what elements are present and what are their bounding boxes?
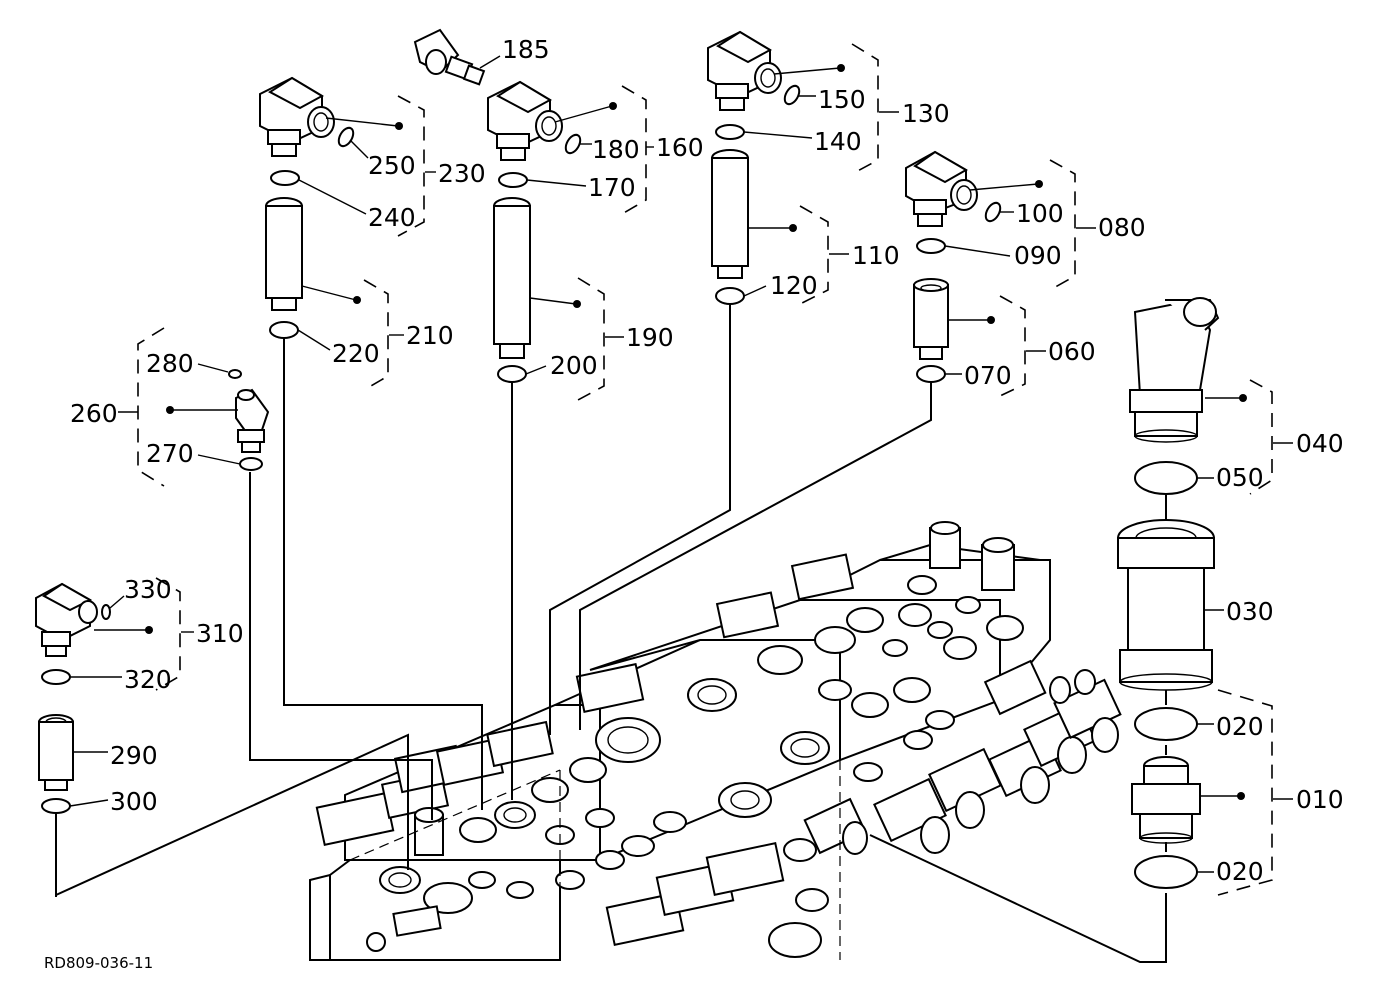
o-ring-090 — [916, 238, 946, 254]
label-290: 290 — [110, 741, 158, 770]
group-brackets — [137, 43, 1273, 896]
label-100: 100 — [1016, 199, 1064, 228]
label-180: 180 — [592, 135, 640, 164]
label-090: 090 — [1014, 241, 1062, 270]
label-020-upper: 020 — [1216, 712, 1264, 741]
label-170: 170 — [588, 173, 636, 202]
label-190: 190 — [626, 323, 674, 352]
o-ring-200 — [497, 365, 527, 383]
o-ring-250 — [337, 126, 355, 148]
o-ring-220 — [269, 321, 299, 339]
o-ring-070 — [916, 365, 946, 383]
elbow-160 — [487, 80, 563, 161]
label-185: 185 — [502, 35, 550, 64]
o-ring-320 — [41, 669, 71, 685]
label-020-lower: 020 — [1216, 857, 1264, 886]
adapter-060 — [913, 278, 949, 360]
label-250: 250 — [368, 151, 416, 180]
o-ring-270 — [239, 457, 263, 471]
label-210: 210 — [406, 321, 454, 350]
adapter-290 — [38, 714, 74, 791]
o-ring-280 — [228, 369, 242, 379]
label-220: 220 — [332, 339, 380, 368]
o-ring-050 — [1134, 461, 1198, 495]
label-110: 110 — [852, 241, 900, 270]
label-240: 240 — [368, 203, 416, 232]
valve-spools-right — [873, 659, 1122, 854]
elbow-230 — [259, 76, 335, 157]
o-ring-020-upper — [1134, 707, 1198, 741]
label-320: 320 — [124, 665, 172, 694]
label-270: 270 — [146, 439, 194, 468]
elbow-130 — [707, 30, 782, 111]
label-160: 160 — [656, 133, 704, 162]
label-040: 040 — [1296, 429, 1344, 458]
o-ring-150 — [783, 84, 801, 106]
o-ring-330 — [101, 604, 111, 620]
o-ring-020-lower — [1134, 855, 1198, 889]
leader-lines — [69, 55, 1247, 873]
fitting-stack-040 — [1129, 297, 1220, 443]
valve-spools-left — [315, 553, 868, 856]
elbow-260 — [235, 388, 270, 453]
adapter-030 — [1117, 519, 1215, 691]
label-150: 150 — [818, 85, 866, 114]
elbow-080 — [905, 150, 978, 227]
label-030: 030 — [1226, 597, 1274, 626]
label-080: 080 — [1098, 213, 1146, 242]
drawing-code: RD809-036-11 — [44, 954, 153, 972]
label-260: 260 — [70, 399, 118, 428]
o-ring-180 — [564, 133, 582, 155]
label-300: 300 — [110, 787, 158, 816]
o-ring-170 — [498, 172, 528, 188]
elbow-310 — [35, 582, 98, 657]
o-ring-120 — [715, 287, 745, 305]
o-ring-140 — [715, 124, 745, 140]
label-330: 330 — [124, 575, 172, 604]
label-060: 060 — [1048, 337, 1096, 366]
valve-spools-bottom — [366, 838, 829, 958]
o-ring-240 — [270, 170, 300, 186]
part-labels: 040 050 030 020 010 020 100 080 090 060 … — [44, 35, 1344, 972]
label-010: 010 — [1296, 785, 1344, 814]
nipple-010 — [1131, 756, 1201, 844]
label-200: 200 — [550, 351, 598, 380]
label-130: 130 — [902, 99, 950, 128]
connection-lines — [55, 300, 1167, 963]
control-valve-assembly — [309, 521, 1122, 961]
o-ring-100 — [984, 201, 1002, 223]
label-070: 070 — [964, 361, 1012, 390]
label-140: 140 — [814, 127, 862, 156]
quick-coupler-185 — [413, 28, 486, 86]
o-ring-300 — [41, 798, 71, 814]
adapter-110 — [711, 149, 749, 279]
label-120: 120 — [770, 271, 818, 300]
label-230: 230 — [438, 159, 486, 188]
label-050: 050 — [1216, 463, 1264, 492]
label-280: 280 — [146, 349, 194, 378]
adapter-190 — [493, 197, 531, 359]
adapter-210 — [265, 197, 303, 311]
label-310: 310 — [196, 619, 244, 648]
